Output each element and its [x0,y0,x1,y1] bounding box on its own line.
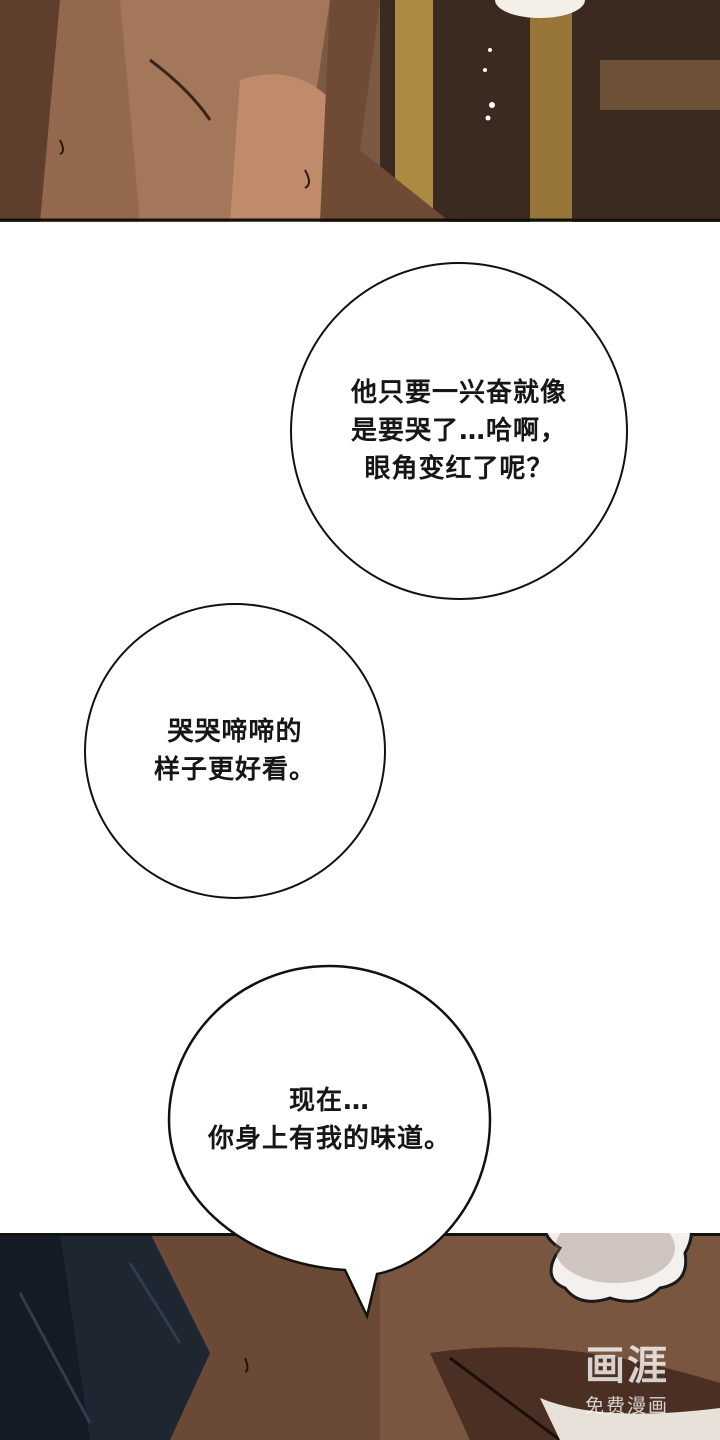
watermark-subtitle: 免费漫画 [584,1395,669,1417]
speech-bubble-3: 现在… 你身上有我的味道。 [167,964,492,1324]
bubble-1-text: 他只要一兴奋就像 是要哭了…哈啊， 眼角变红了呢？ [350,378,567,484]
bubble-2-text: 哭哭啼啼的 样子更好看。 [153,717,316,785]
speech-bubble-1: 他只要一兴奋就像 是要哭了…哈啊， 眼角变红了呢？ [290,262,628,600]
watermark: 画涯 免费漫画 [562,1344,692,1418]
top-comic-panel [0,0,720,222]
bubble-3-text: 现在… 你身上有我的味道。 [207,1086,451,1154]
watermark-logo: 画涯 [585,1343,669,1389]
speech-bubble-2: 哭哭啼啼的 样子更好看。 [84,603,386,899]
